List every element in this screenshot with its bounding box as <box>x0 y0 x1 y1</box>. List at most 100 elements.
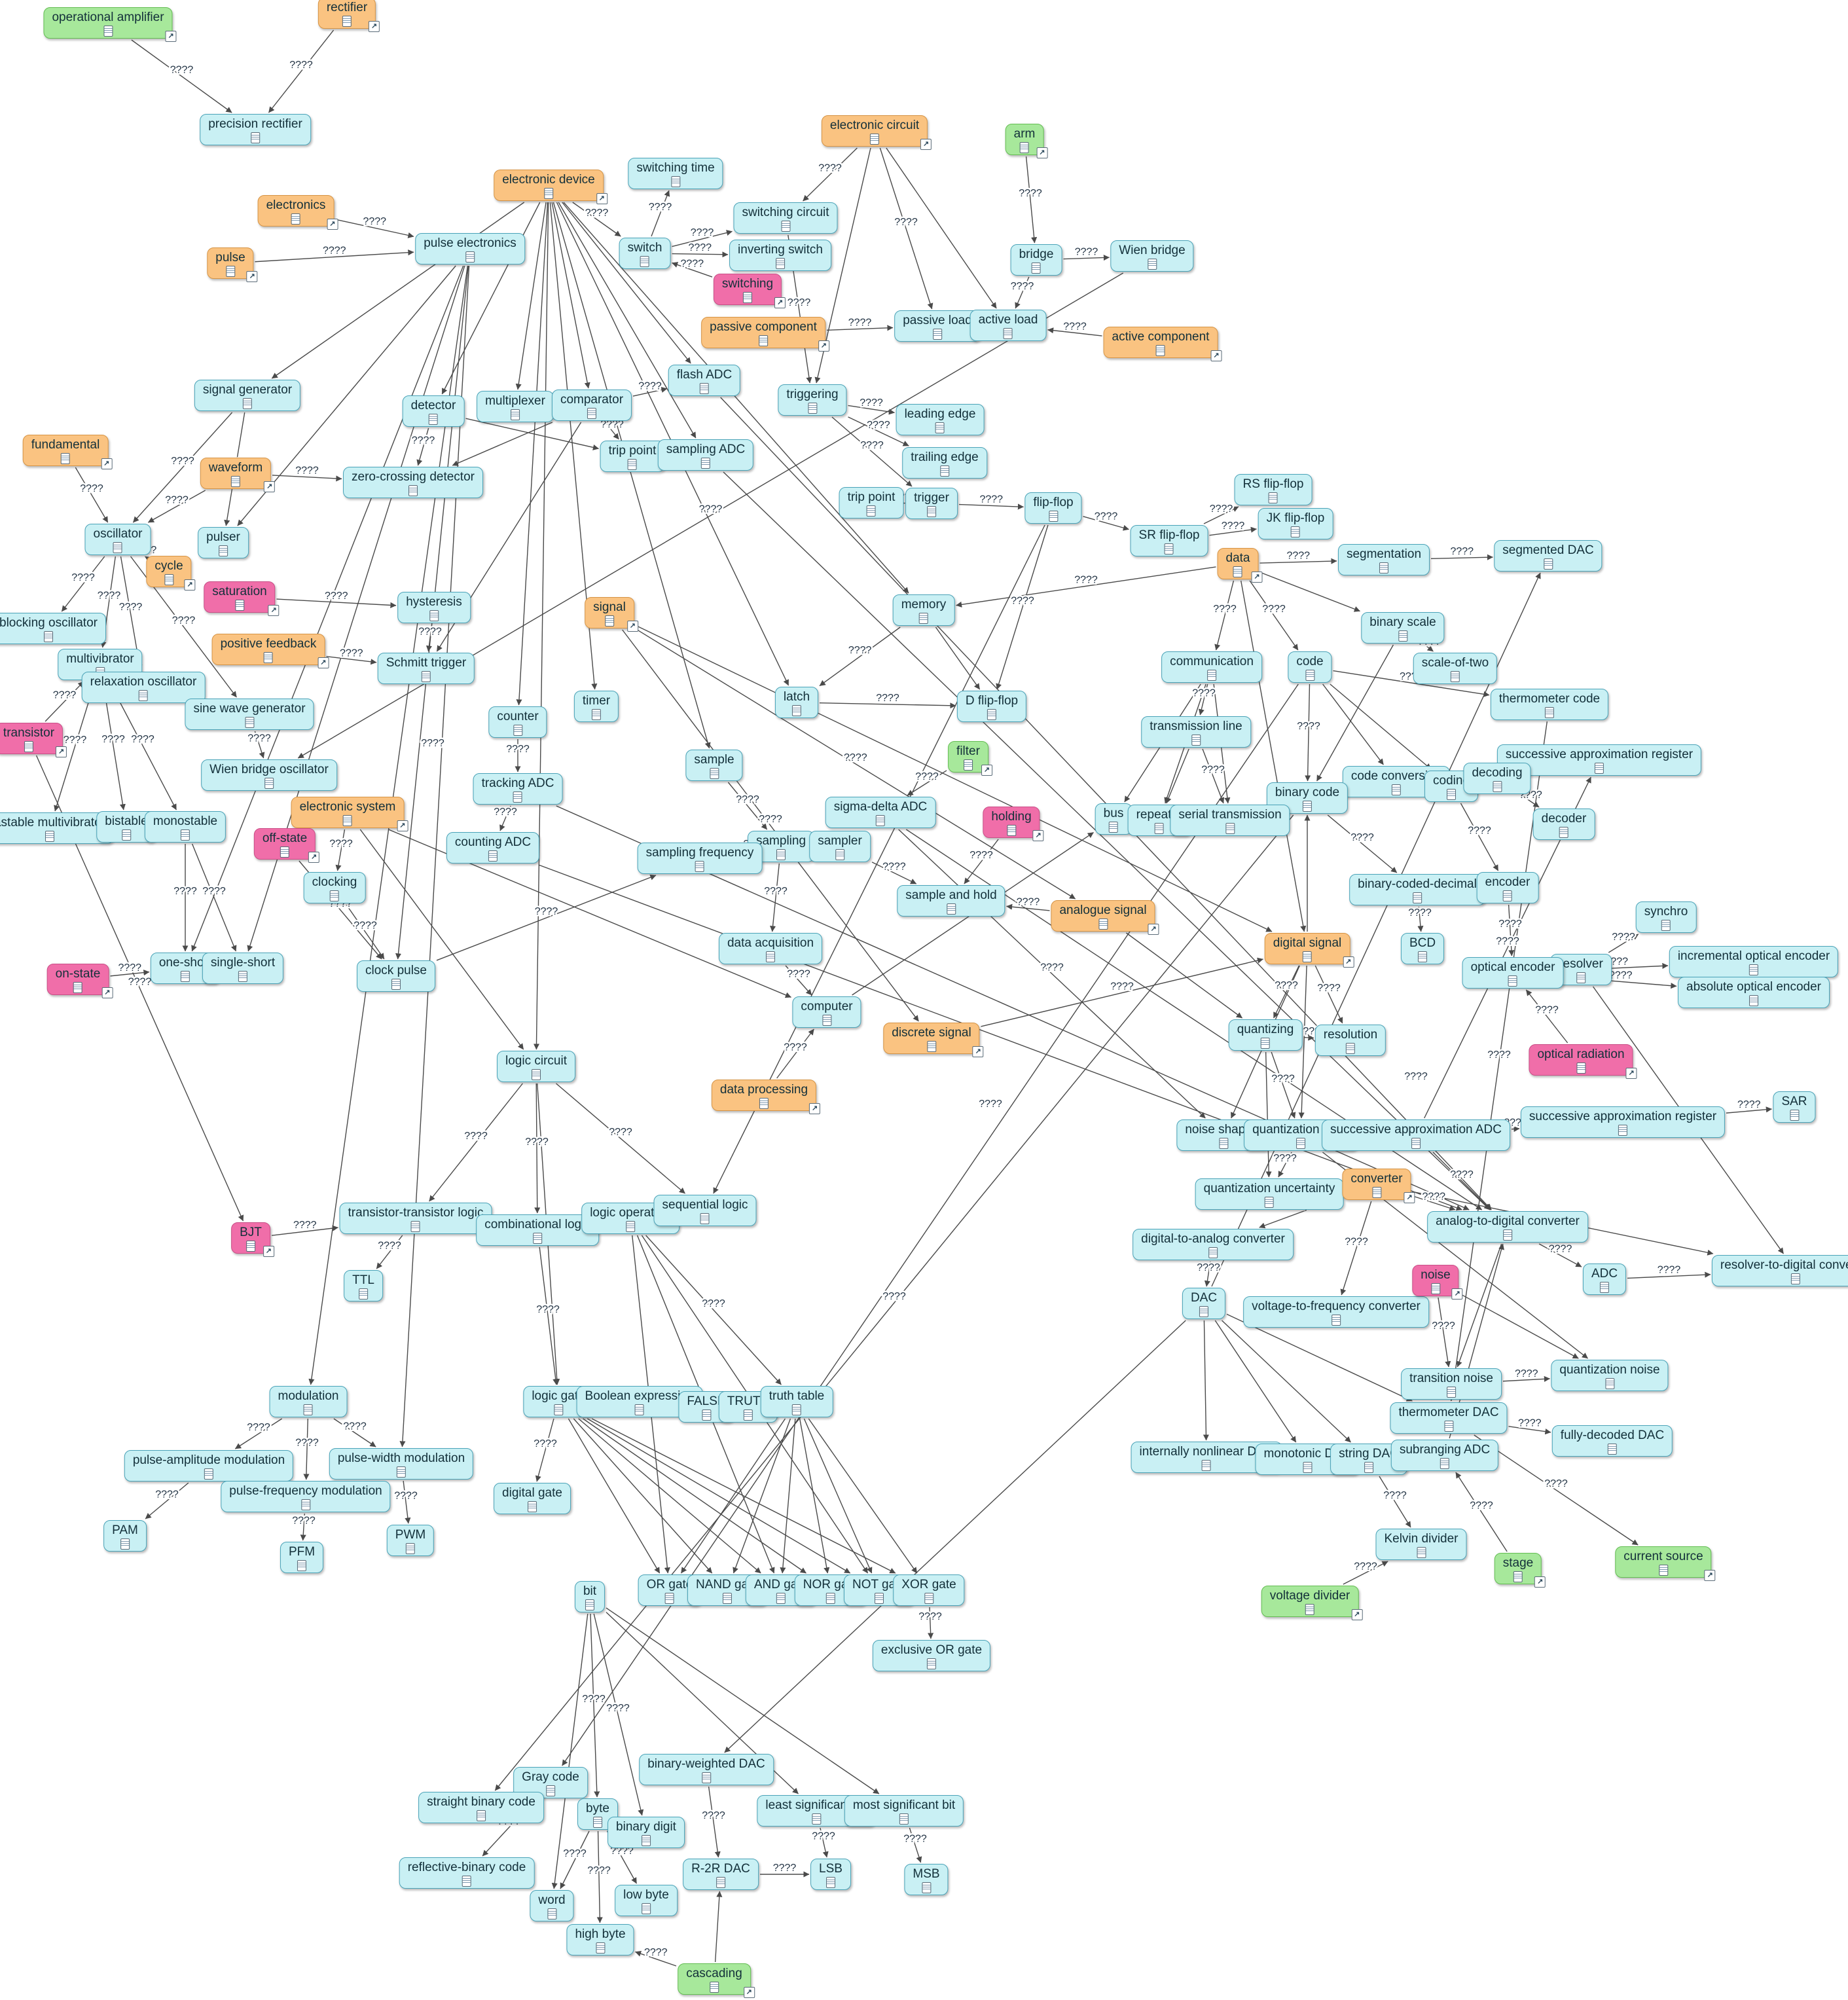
linking-phrase-label[interactable]: ???? <box>201 884 228 899</box>
resource-document-icon[interactable] <box>1502 890 1512 901</box>
concept-node-trigger[interactable]: trigger <box>905 488 958 519</box>
linking-phrase-label[interactable]: ???? <box>1191 686 1218 700</box>
resource-document-icon[interactable] <box>605 615 614 627</box>
resource-document-icon[interactable] <box>462 1876 471 1887</box>
external-link-icon[interactable]: ↗ <box>1534 1576 1546 1588</box>
concept-node-decoding[interactable]: decoding <box>1463 763 1531 794</box>
resource-document-icon[interactable] <box>710 768 719 779</box>
external-link-icon[interactable]: ↗ <box>1404 1192 1415 1203</box>
concept-node-trailing-edge[interactable]: trailing edge <box>902 447 987 479</box>
linking-phrase-label[interactable]: ???? <box>1407 906 1434 920</box>
floating-linking-phrase-label[interactable]: ???? <box>1403 1070 1430 1084</box>
concept-node-pam-mod[interactable]: pulse-amplitude modulation <box>124 1450 294 1482</box>
concept-node-trip-point-1[interactable]: trip point <box>600 441 665 472</box>
linking-phrase-label[interactable]: ???? <box>734 793 761 807</box>
concept-node-detector[interactable]: detector <box>402 395 465 427</box>
resource-document-icon[interactable] <box>964 759 973 771</box>
concept-node-analogue-signal[interactable]: analogue signal↗ <box>1051 900 1159 935</box>
resource-document-icon[interactable] <box>1268 492 1278 503</box>
concept-node-encoder[interactable]: encoder <box>1476 872 1539 903</box>
resource-document-icon[interactable] <box>1748 995 1758 1006</box>
concept-node-ttl-logic[interactable]: transistor-transistor logic <box>339 1203 492 1234</box>
external-link-icon[interactable]: ↗ <box>1625 1068 1637 1079</box>
resource-document-icon[interactable] <box>476 1810 486 1821</box>
resource-document-icon[interactable] <box>722 1593 732 1604</box>
resource-document-icon[interactable] <box>640 256 649 267</box>
concept-node-sine-wave-generator[interactable]: sine wave generator <box>185 699 314 730</box>
linking-phrase-label[interactable]: ???? <box>771 1861 798 1876</box>
concept-node-v-to-f[interactable]: voltage-to-frequency converter <box>1243 1296 1429 1328</box>
resource-document-icon[interactable] <box>876 815 885 826</box>
resource-document-icon[interactable] <box>1544 558 1553 570</box>
resource-document-icon[interactable] <box>429 414 438 425</box>
linking-phrase-label[interactable]: ???? <box>810 1829 837 1844</box>
resource-document-icon[interactable] <box>899 1813 909 1825</box>
linking-phrase-label[interactable]: ???? <box>492 805 519 820</box>
resource-document-icon[interactable] <box>528 1501 537 1512</box>
concept-node-quantization-uncertainty[interactable]: quantization uncertainty <box>1195 1178 1344 1210</box>
external-link-icon[interactable]: ↗ <box>981 765 992 776</box>
linking-phrase-label[interactable]: ???? <box>581 1692 607 1707</box>
concept-node-pwm[interactable]: PWM <box>386 1525 435 1556</box>
concept-node-pfm-mod[interactable]: pulse-frequency modulation <box>221 1481 391 1512</box>
resource-document-icon[interactable] <box>45 831 54 842</box>
concept-node-sr-flip-flop[interactable]: SR flip-flop <box>1130 525 1208 556</box>
concept-node-logic-circuit[interactable]: logic circuit <box>497 1051 575 1082</box>
resource-document-icon[interactable] <box>1545 707 1554 718</box>
resource-document-icon[interactable] <box>792 1404 801 1415</box>
external-link-icon[interactable]: ↗ <box>184 579 196 591</box>
linking-phrase-label[interactable]: ???? <box>1343 1235 1370 1249</box>
resource-document-icon[interactable] <box>533 1233 542 1244</box>
resource-document-icon[interactable] <box>1049 511 1058 522</box>
concept-node-scale-of-two[interactable]: scale-of-two <box>1413 653 1498 684</box>
linking-phrase-label[interactable]: ???? <box>1468 1499 1495 1513</box>
concept-node-xor-gate[interactable]: XOR gate <box>893 1574 965 1606</box>
concept-node-adc-converter[interactable]: analog-to-digital converter <box>1427 1211 1588 1243</box>
linking-phrase-label[interactable]: ???? <box>117 600 144 615</box>
linking-phrase-label[interactable]: ???? <box>246 731 273 746</box>
concept-node-filter[interactable]: filter↗ <box>948 741 992 776</box>
linking-phrase-label[interactable]: ???? <box>914 769 941 784</box>
resource-document-icon[interactable] <box>716 1877 725 1888</box>
concept-node-dac-converter[interactable]: digital-to-analog converter <box>1132 1229 1294 1260</box>
resource-document-icon[interactable] <box>488 850 498 862</box>
resource-document-icon[interactable] <box>628 459 637 470</box>
resource-document-icon[interactable] <box>1364 1462 1373 1473</box>
resource-document-icon[interactable] <box>587 408 596 419</box>
external-link-icon[interactable]: ↗ <box>1251 572 1263 583</box>
resource-document-icon[interactable] <box>1443 1421 1453 1432</box>
linking-phrase-label[interactable]: ???? <box>1109 979 1136 994</box>
linking-phrase-label[interactable]: ???? <box>782 1040 809 1055</box>
concept-node-transition-noise[interactable]: transition noise <box>1401 1368 1502 1400</box>
concept-node-inverting-switch[interactable]: inverting switch <box>729 240 831 271</box>
resource-document-icon[interactable] <box>513 725 522 736</box>
resource-document-icon[interactable] <box>465 251 475 263</box>
linking-phrase-label[interactable]: ???? <box>1486 1048 1513 1063</box>
concept-node-single-short[interactable]: single-short <box>202 953 284 984</box>
concept-node-comparator[interactable]: comparator <box>551 390 632 421</box>
resource-document-icon[interactable] <box>1031 263 1041 274</box>
concept-node-pfm[interactable]: PFM <box>280 1542 324 1573</box>
resource-document-icon[interactable] <box>1392 784 1401 795</box>
resource-document-icon[interactable] <box>702 1772 711 1783</box>
concept-node-active-load[interactable]: active load <box>969 310 1047 341</box>
resource-document-icon[interactable] <box>1440 1458 1449 1469</box>
linking-phrase-label[interactable]: ???? <box>1497 917 1524 932</box>
resource-document-icon[interactable] <box>987 709 996 720</box>
linking-phrase-label[interactable]: ???? <box>1449 1168 1476 1182</box>
linking-phrase-label[interactable]: ???? <box>679 257 706 271</box>
resource-document-icon[interactable] <box>1447 789 1456 800</box>
concept-node-pulse-electronics[interactable]: pulse electronics <box>415 233 525 264</box>
external-link-icon[interactable]: ↗ <box>596 193 607 204</box>
resource-document-icon[interactable] <box>1199 1306 1208 1317</box>
resource-document-icon[interactable] <box>933 329 942 340</box>
resource-document-icon[interactable] <box>343 815 352 826</box>
concept-node-blocking-oscillator[interactable]: blocking oscillator <box>0 613 106 644</box>
linking-phrase-label[interactable]: ???? <box>1062 319 1089 334</box>
concept-node-positive-feedback[interactable]: positive feedback↗ <box>211 634 329 668</box>
linking-phrase-label[interactable]: ???? <box>130 733 156 747</box>
linking-phrase-label[interactable]: ???? <box>700 1809 727 1823</box>
linking-phrase-label[interactable]: ???? <box>393 1489 420 1503</box>
concept-node-active-component[interactable]: active component↗ <box>1103 327 1222 361</box>
resource-document-icon[interactable] <box>1379 562 1388 573</box>
